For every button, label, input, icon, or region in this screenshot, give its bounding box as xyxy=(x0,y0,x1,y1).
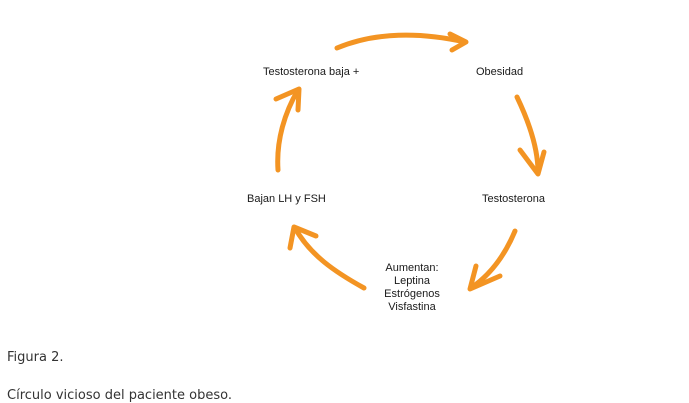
aumentan-item-estrogenos: Estrógenos xyxy=(384,288,440,300)
node-testosterona: Testosterona xyxy=(482,193,545,205)
aumentan-heading: Aumentan: xyxy=(385,262,439,274)
aumentan-item-visfastina: Visfastina xyxy=(388,301,436,313)
node-aumentan: Aumentan: Leptina Estrógenos Visfastina xyxy=(376,262,448,314)
arrow-top xyxy=(334,31,469,53)
arrow-left xyxy=(273,86,302,173)
figure-label: Figura 2. xyxy=(7,350,64,365)
figure-caption: Círculo vicioso del paciente obeso. xyxy=(7,388,232,403)
arrow-lower-left xyxy=(287,224,367,291)
vicious-cycle-diagram xyxy=(273,31,547,292)
aumentan-item-leptina: Leptina xyxy=(393,275,431,287)
node-bajan-lh-fsh: Bajan LH y FSH xyxy=(247,193,326,205)
arrow-lower-right xyxy=(467,228,518,292)
node-testosterona-baja: Testosterona baja + xyxy=(263,66,360,78)
arrow-right xyxy=(514,94,547,177)
node-obesidad: Obesidad xyxy=(476,66,524,78)
